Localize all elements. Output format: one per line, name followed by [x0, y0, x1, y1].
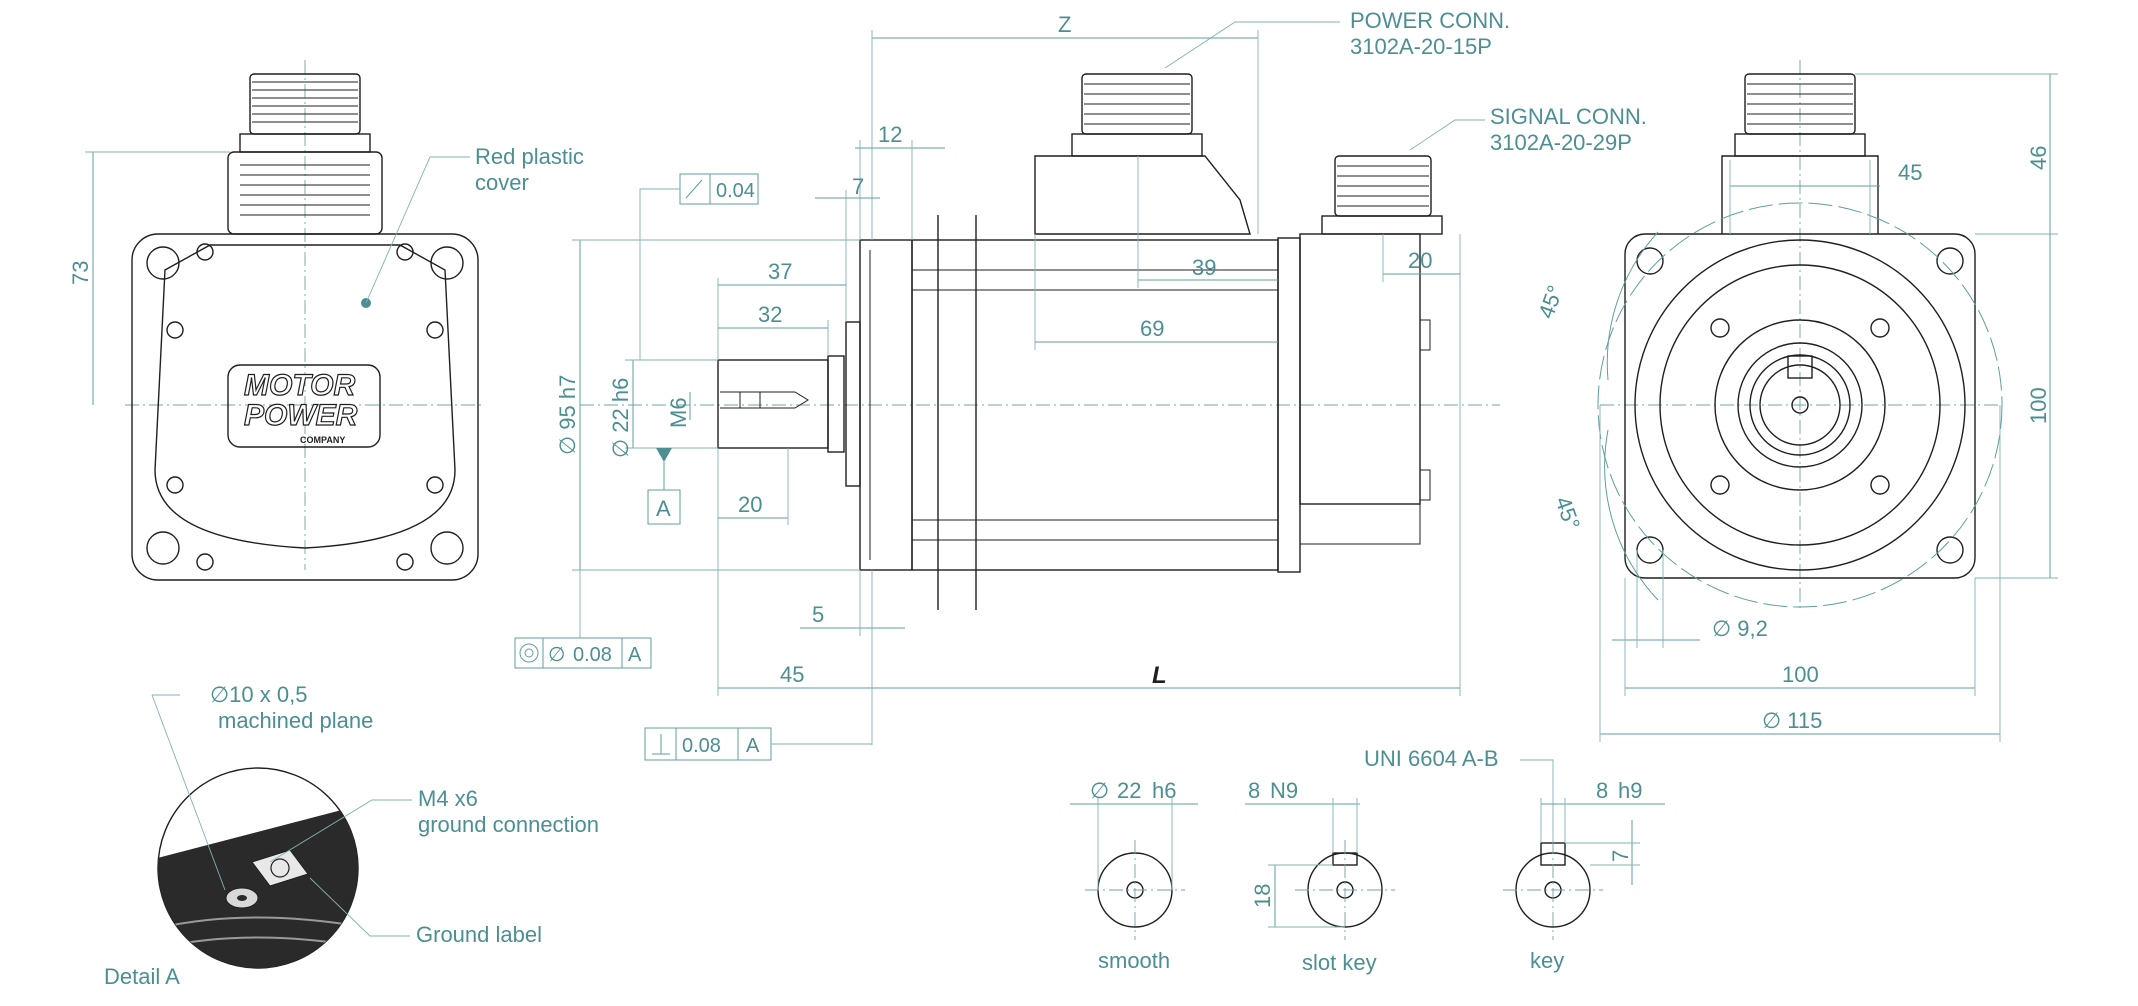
label-red-cover-1: Red plastic [475, 144, 584, 169]
slot-depth-18: 18 [1250, 884, 1275, 908]
concentricity-value: 0.08 [573, 644, 612, 666]
angle-45-top: 45° [1533, 282, 1568, 322]
svg-text:MOTOR: MOTOR [244, 369, 355, 402]
label-smooth: smooth [1098, 948, 1170, 973]
dim-100-v: 100 [2026, 387, 2051, 424]
key-width: 8 [1596, 778, 1608, 803]
dim-z: Z [1058, 12, 1071, 37]
label-power-conn-1: POWER CONN. [1350, 8, 1510, 33]
label-plane-2: machined plane [218, 708, 373, 733]
label-plane-1: ∅10 x 0,5 [210, 682, 307, 707]
shaft-sections: ∅ 22 h6 smooth 8 N9 18 slot key UNI 6604… [1070, 746, 1665, 975]
slot-width: 8 [1248, 778, 1260, 803]
svg-text:COMPANY: COMPANY [300, 435, 345, 445]
label-slot-key: slot key [1302, 950, 1377, 975]
dim-7: 7 [852, 174, 864, 199]
dim-5: 5 [812, 602, 824, 627]
smooth-dia-value: 22 [1117, 778, 1141, 803]
concentricity-symbol: ∅ [548, 644, 565, 666]
label-detail-a: Detail A [104, 964, 180, 989]
motor-power-logo: MOTOR POWER COMPANY [227, 364, 381, 448]
dim-12: 12 [878, 122, 902, 147]
dim-dia-115: ∅ 115 [1762, 708, 1822, 733]
dim-m6: M6 [666, 397, 691, 428]
smooth-dia-fit: h6 [1152, 778, 1176, 803]
concentricity-datum: A [628, 644, 642, 666]
label-power-conn-2: 3102A-20-15P [1350, 34, 1492, 59]
dim-dia-22: ∅ 22 h6 [608, 378, 633, 458]
dim-32: 32 [758, 302, 782, 327]
smooth-dia-symbol: ∅ [1090, 778, 1109, 803]
label-red-cover-2: cover [475, 170, 529, 195]
dim-100-h: 100 [1782, 662, 1819, 687]
key-fit: h9 [1618, 778, 1642, 803]
label-signal-conn-2: 3102A-20-29P [1490, 130, 1632, 155]
datum-a: A [656, 496, 671, 521]
front-view: MOTOR POWER COMPANY 73 Red plastic cover [68, 60, 584, 581]
dim-46: 46 [2026, 146, 2051, 170]
label-key: key [1530, 948, 1564, 973]
label-ground-conn-1: M4 x6 [418, 786, 478, 811]
svg-text:POWER: POWER [244, 399, 358, 432]
slot-fit: N9 [1270, 778, 1298, 803]
side-view: Z 12 7 37 32 20 5 45 L [514, 8, 1647, 761]
dim-20-signal: 20 [1408, 248, 1432, 273]
rear-view: 46 100 45 ∅ 9,2 100 ∅ 115 45° 45° [1533, 60, 2058, 742]
dim-dia-95: ∅ 95 h7 [555, 375, 580, 455]
angle-45-bottom: 45° [1550, 493, 1585, 533]
connector-thread [252, 81, 358, 123]
dim-l: L [1152, 662, 1167, 689]
label-signal-conn-1: SIGNAL CONN. [1490, 104, 1647, 129]
key-height-7: 7 [1608, 850, 1633, 862]
dim-45-rear: 45 [1898, 160, 1922, 185]
runout-value: 0.04 [716, 180, 755, 202]
label-ground-conn-2: ground connection [418, 812, 599, 837]
perp-value: 0.08 [682, 735, 721, 757]
perp-datum: A [746, 735, 760, 757]
dim-45-shaft: 45 [780, 662, 804, 687]
label-uni: UNI 6604 A-B [1364, 746, 1499, 771]
dim-73: 73 [68, 261, 93, 285]
dim-69: 69 [1140, 316, 1164, 341]
dim-dia-9-2: ∅ 9,2 [1712, 616, 1768, 641]
dim-20-shaft: 20 [738, 492, 762, 517]
dim-37: 37 [768, 259, 792, 284]
dim-39: 39 [1192, 255, 1216, 280]
label-ground-label: Ground label [416, 922, 542, 947]
detail-a: ∅10 x 0,5 machined plane M4 x6 ground co… [104, 682, 599, 989]
